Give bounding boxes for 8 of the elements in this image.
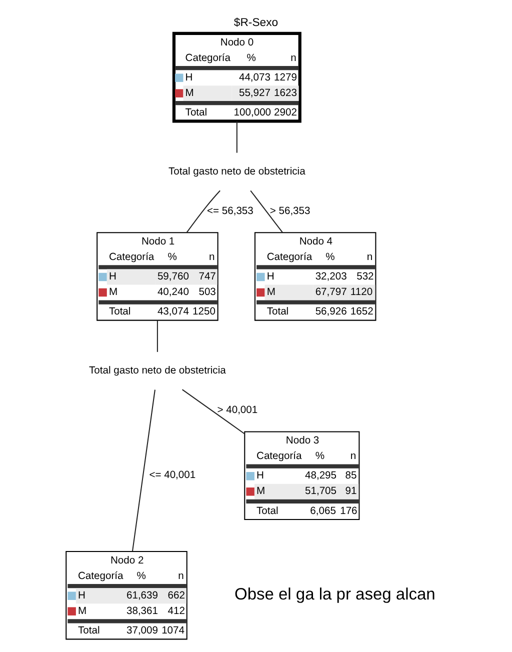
edge-label: <= 40,001 <box>149 470 196 482</box>
node-text: Total gasto neto de obstetricia <box>89 365 226 376</box>
diagram-title: $R-Sexo <box>234 17 278 30</box>
label: Obse el ga la pr aseg alcan <box>234 585 436 604</box>
edge-label: > 40,001 <box>217 405 258 416</box>
node-text: Total gasto neto de obstetricia <box>168 166 306 178</box>
edge-label: > 56,353 <box>270 206 310 218</box>
edge-label: <= 56,353 <box>207 206 254 218</box>
